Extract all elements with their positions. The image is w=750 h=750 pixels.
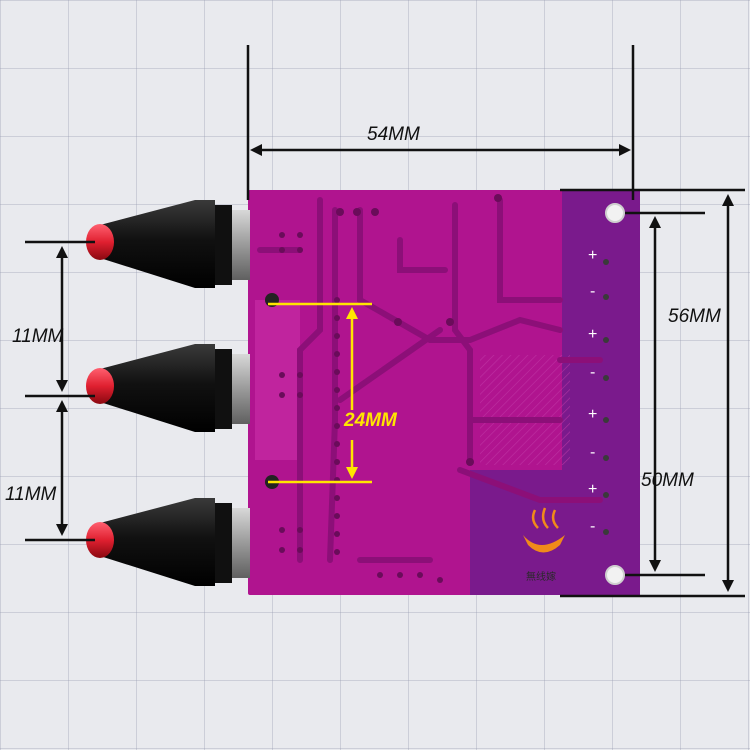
center-hole-spacing-label: 24MM <box>344 410 397 431</box>
steam-cup-logo-icon <box>523 507 565 553</box>
terminal-sign: - <box>590 444 596 461</box>
knob-spacing-top-label: 11MM <box>12 326 64 347</box>
terminal-sign: - <box>590 518 596 535</box>
terminal-sign: - <box>590 283 596 300</box>
terminal-sign: + <box>588 247 598 264</box>
knob-spacing-bottom-label: 11MM <box>5 484 57 505</box>
logo-text: 無线嫁 <box>526 572 556 583</box>
terminal-sign: + <box>588 481 598 498</box>
rotary-knob-icon <box>86 200 250 586</box>
mount-hole-spacing-label: 50MM <box>641 470 694 491</box>
terminal-sign: + <box>588 406 598 423</box>
center-dimension-lines <box>268 302 372 484</box>
mount-hole-bottom <box>605 565 625 585</box>
terminal-pads <box>603 259 609 535</box>
dimension-lines <box>25 45 745 598</box>
mount-hole-top <box>605 203 625 223</box>
board-width-label: 54MM <box>367 124 420 145</box>
terminal-sign: - <box>590 364 596 381</box>
pcb-board <box>248 190 640 595</box>
terminal-sign: + <box>588 326 598 343</box>
board-height-label: 56MM <box>668 306 721 327</box>
